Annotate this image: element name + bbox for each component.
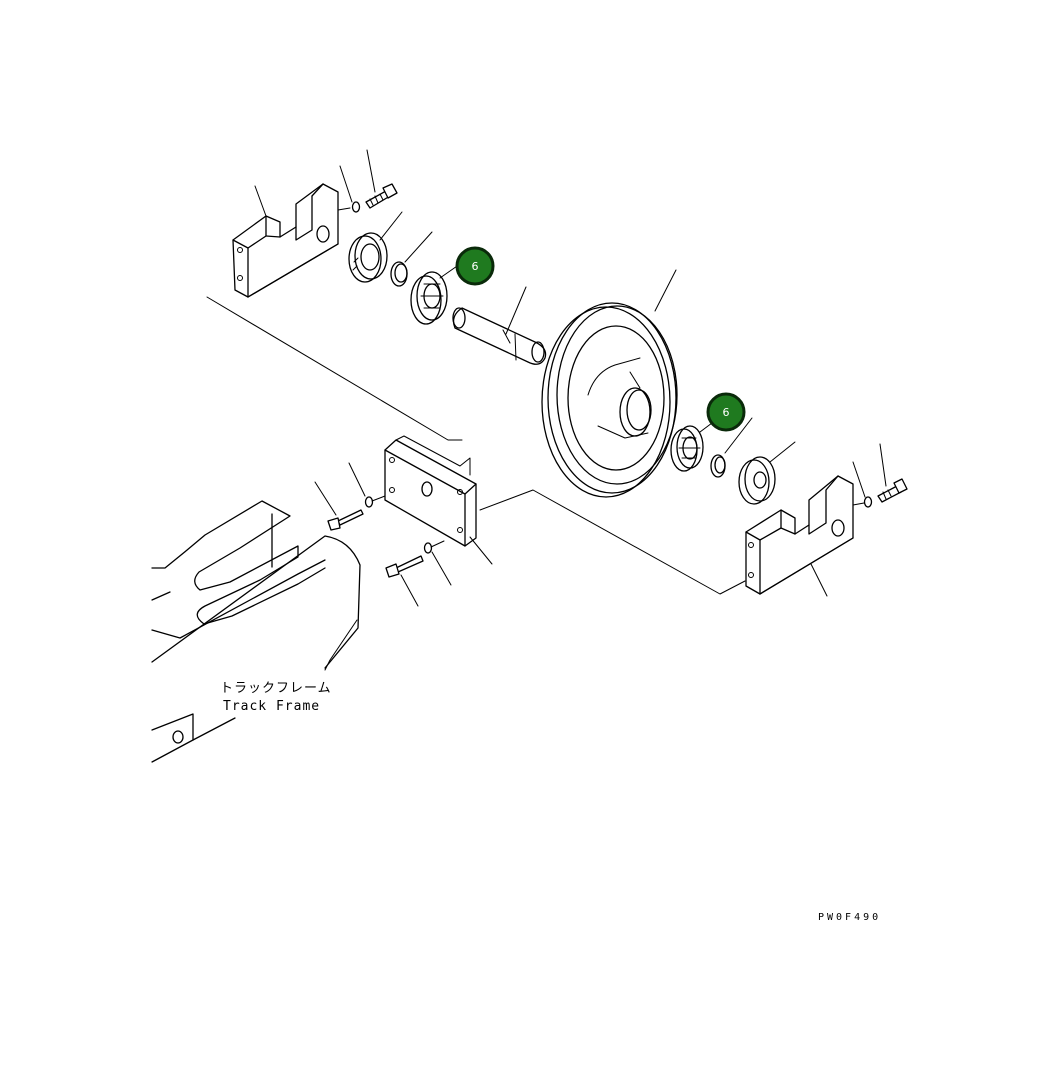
- idler-wheel: [541, 269, 678, 498]
- track-frame: [151, 500, 361, 763]
- callout-6-lower-number: 6: [723, 406, 730, 419]
- mounting-plate: [384, 435, 493, 565]
- bolt-middle-upper: [314, 462, 386, 531]
- drawing-code: PW0F490: [818, 912, 881, 923]
- bolt-lower-right: [852, 443, 908, 508]
- snap-ring-lower: [710, 417, 753, 478]
- track-frame-label-jp: トラックフレーム: [220, 681, 332, 696]
- collar-upper: [348, 211, 403, 283]
- callout-6-upper-number: 6: [472, 260, 479, 273]
- track-frame-label-en: Track Frame: [223, 699, 320, 714]
- snap-ring-upper: [390, 231, 433, 287]
- collar-lower: [738, 441, 796, 505]
- bracket-right: [745, 475, 854, 597]
- assembly-guide-lines: [206, 296, 746, 595]
- callout-6-lower[interactable]: 6: [706, 392, 746, 432]
- shaft: [452, 286, 547, 365]
- callout-6-upper[interactable]: 6: [455, 246, 495, 286]
- bolt-middle-lower: [385, 540, 452, 607]
- bolt-upper-left: [337, 149, 398, 213]
- bearing-lower: [670, 419, 717, 472]
- bracket-left: [232, 183, 339, 298]
- track-frame-leader: [324, 619, 358, 671]
